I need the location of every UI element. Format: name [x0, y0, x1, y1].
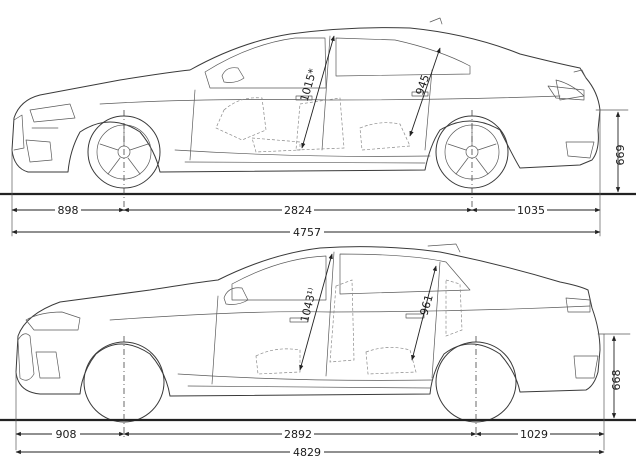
wheelbase-label-top: 2824: [284, 204, 312, 217]
wheelbase-label-bottom: 2892: [284, 428, 312, 441]
headroom-front-label-bottom: 1043¹⁾: [298, 286, 319, 323]
length-dimension-top: [11, 224, 601, 238]
overhang-wheelbase-dimensions-top: [11, 202, 601, 216]
rear-overhang-label-bottom: 1029: [520, 428, 548, 441]
svg-text:1043¹⁾: 1043¹⁾: [298, 286, 319, 323]
length-label-bottom: 4829: [293, 446, 321, 459]
headroom-rear-label-top: 945: [413, 73, 432, 97]
height-dimension-bottom: 668: [597, 333, 631, 419]
front-overhang-label-bottom: 908: [56, 428, 77, 441]
length-label-top: 4757: [293, 226, 321, 239]
overhang-wheelbase-dimensions-bottom: [15, 426, 605, 440]
height-dimension-top: 669: [595, 109, 629, 193]
car-side-view-top: [11, 17, 601, 189]
headroom-rear-label-bottom: 961: [417, 293, 435, 317]
front-overhang-label-top: 898: [58, 204, 79, 217]
length-dimension-bottom: [15, 444, 605, 458]
svg-text:668: 668: [610, 370, 623, 391]
rear-overhang-label-top: 1035: [517, 204, 545, 217]
car-side-view-bottom: [15, 243, 601, 423]
svg-text:945: 945: [413, 73, 432, 97]
svg-text:669: 669: [614, 145, 627, 166]
svg-text:961: 961: [417, 293, 435, 317]
